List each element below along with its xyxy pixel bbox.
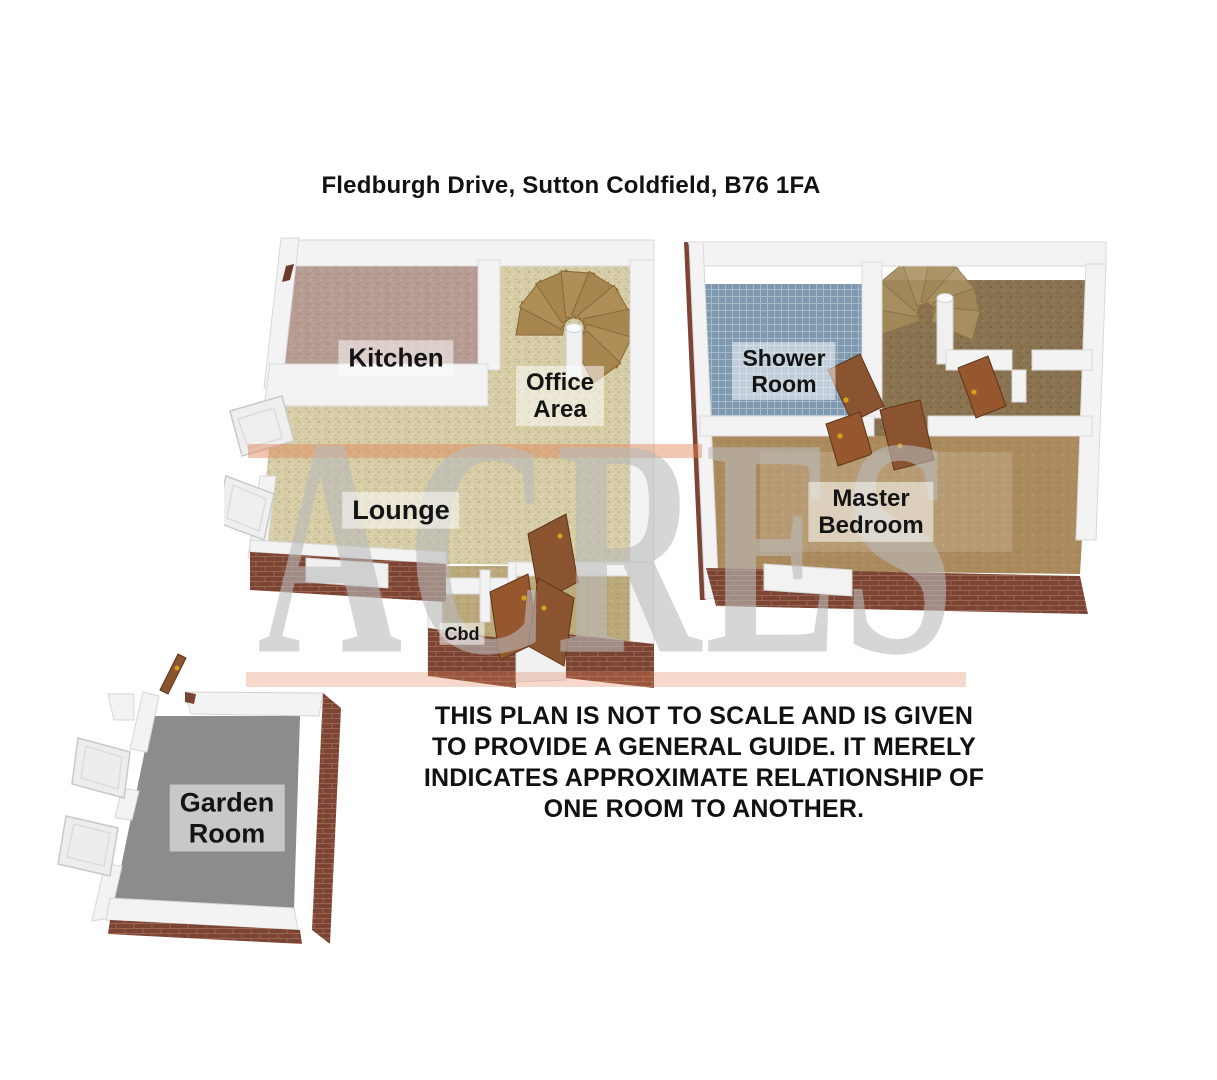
door-handle xyxy=(837,433,843,439)
disclaimer-line-4: ONE ROOM TO ANOTHER. xyxy=(543,795,865,823)
wall-top-left-stub xyxy=(107,693,135,721)
wall-kitchen-office xyxy=(477,259,501,371)
door xyxy=(825,411,873,467)
spiral-staircase-icon xyxy=(515,269,633,385)
door-handle xyxy=(897,443,903,449)
master-label-line2: Bedroom xyxy=(818,512,924,539)
door-frame xyxy=(185,692,196,704)
salmon-stripe-lower xyxy=(246,672,966,687)
shower-label-line1: Shower xyxy=(742,345,826,372)
garden-room-walls xyxy=(91,691,324,931)
garden-label-line1: Garden xyxy=(179,787,275,818)
window-sill xyxy=(763,563,853,597)
door xyxy=(957,355,1007,419)
door-handle xyxy=(521,595,527,601)
door xyxy=(159,653,187,695)
property-title: Fledburgh Drive, Sutton Coldfield, B76 1… xyxy=(321,172,821,199)
first-floor-doors xyxy=(825,353,1007,471)
room-label-shower-room: Shower Room xyxy=(732,342,836,400)
door-handle xyxy=(557,533,563,539)
wall-right xyxy=(1075,263,1107,541)
wall-top xyxy=(687,241,1107,267)
room-label-office-area: Office Area xyxy=(515,365,605,427)
disclaimer-line-2: TO PROVIDE A GENERAL GUIDE. IT MERELY xyxy=(431,733,977,761)
office-label-line1: Office xyxy=(525,368,595,396)
spiral-staircase-icon xyxy=(871,257,981,365)
door-handle xyxy=(971,389,977,395)
open-door-panel xyxy=(57,815,119,877)
ground-floor-doors xyxy=(489,513,579,667)
wall-hall-right xyxy=(629,561,655,645)
wall-left-1 xyxy=(129,691,160,753)
brick-wall-entrance xyxy=(566,634,654,688)
kitchen-label-text: Kitchen xyxy=(348,342,444,373)
wall-closet-stub xyxy=(1011,369,1027,403)
wall-top xyxy=(280,239,655,267)
garden-label-line2: Room xyxy=(188,818,266,848)
master-label-line1: Master xyxy=(832,484,910,512)
first-floor-plan xyxy=(684,241,1107,614)
lounge-office-carpet xyxy=(258,260,634,566)
disclaimer-line-3: INDICATES APPROXIMATE RELATIONSHIP OF xyxy=(423,764,985,792)
wall-right xyxy=(629,259,655,567)
office-label-line2: Area xyxy=(533,396,587,423)
room-label-master-bedroom: Master Bedroom xyxy=(808,481,934,543)
garden-open-panels xyxy=(57,737,131,877)
room-label-kitchen: Kitchen xyxy=(338,340,454,376)
door xyxy=(527,577,575,667)
open-door-panel xyxy=(71,737,131,799)
ground-floor-plan xyxy=(224,237,655,688)
door-handle xyxy=(174,665,180,671)
brick-wall-bottom-front xyxy=(108,920,302,944)
wall-top xyxy=(184,691,324,717)
door-handle xyxy=(843,397,849,403)
open-door-panel xyxy=(224,474,275,542)
kitchen-window xyxy=(282,264,294,282)
room-label-lounge: Lounge xyxy=(342,491,460,529)
patio-door-sill xyxy=(305,557,389,589)
wall-hall-stub-1 xyxy=(479,569,491,623)
wall-closet-right xyxy=(1031,349,1093,371)
door-handle xyxy=(541,605,547,611)
cbd-label-text: Cbd xyxy=(444,623,480,644)
disclaimer-line-1: THIS PLAN IS NOT TO SCALE AND IS GIVEN xyxy=(434,702,974,730)
room-label-garden-room: Garden Room xyxy=(169,784,285,852)
shower-label-line2: Room xyxy=(751,371,817,397)
door xyxy=(879,399,935,471)
brick-wall-bedroom-front xyxy=(706,568,1088,614)
brick-wall-right xyxy=(312,693,341,944)
lounge-label-text: Lounge xyxy=(352,494,450,525)
french-doors-open xyxy=(224,395,295,542)
disclaimer-text: THIS PLAN IS NOT TO SCALE AND IS GIVEN T… xyxy=(404,701,1004,825)
room-label-cupboard: Cbd xyxy=(439,622,485,646)
garden-door-open xyxy=(159,653,196,704)
wall-left-brick-edge xyxy=(684,242,706,600)
door xyxy=(827,353,885,423)
first-floor-bricks xyxy=(706,563,1088,614)
salmon-stripe-upper xyxy=(248,444,702,458)
wall-landing-bedroom-right xyxy=(927,415,1093,437)
